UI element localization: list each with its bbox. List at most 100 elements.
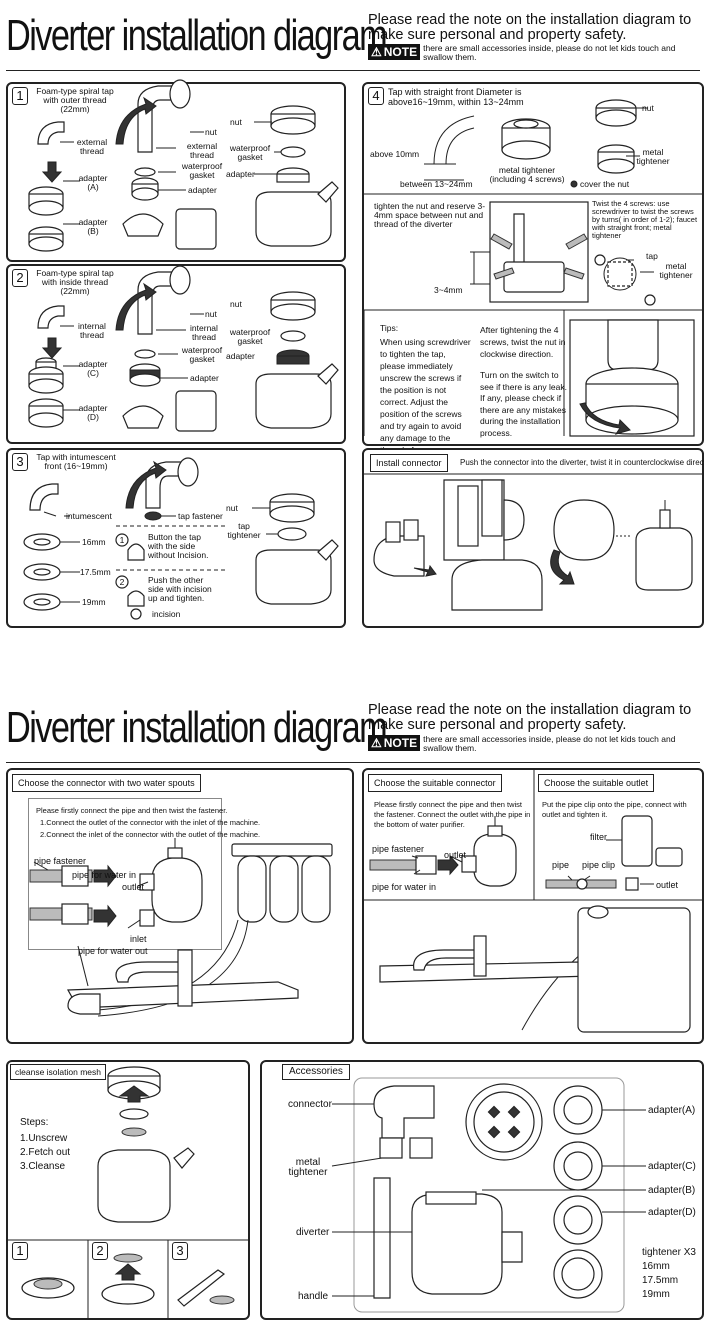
- panel-heading: Foam-type spiral tap with outer thread (…: [36, 86, 114, 114]
- panel-suitable-connector: Choose the suitable connector Choose the…: [362, 768, 704, 1044]
- header-rule-2: [6, 762, 700, 763]
- label-waterproof-gasket-right: waterproof gasket: [229, 327, 271, 346]
- rotate-arrow-icon: [125, 460, 167, 509]
- panel-two-spouts: Choose the connector with two water spou…: [6, 768, 354, 1044]
- faucet-icon: [137, 271, 189, 335]
- diverter-part-icon: [411, 1193, 503, 1295]
- spout-icon: [29, 483, 59, 511]
- label-inlet: inlet: [130, 934, 147, 944]
- note-row: ⚠NOTE there are small accessories inside…: [368, 44, 702, 62]
- note-small-text: there are small accessories inside, plea…: [423, 43, 676, 62]
- note-row-2: ⚠NOTE there are small accessories inside…: [368, 735, 702, 753]
- panel-heading-outlet: Choose the suitable outlet: [538, 774, 655, 792]
- label-t16: 16mm: [642, 1261, 670, 1272]
- panel-cleanse-mesh: cleanse isolation mesh Steps: 1.Unscrew …: [6, 1060, 250, 1320]
- bullet-icon: [570, 180, 578, 188]
- label-external-thread: external thread: [76, 137, 108, 156]
- label-adapter: adapter: [188, 185, 217, 195]
- diagram-accessories: [331, 1077, 646, 1313]
- instr1: Please firstly connect the pipe and then…: [36, 806, 228, 815]
- label-incision: incision: [152, 609, 181, 619]
- note-badge: ⚠NOTE: [368, 44, 421, 60]
- label-external-thread-2: external thread: [186, 141, 218, 160]
- connector-icon: [373, 1085, 435, 1139]
- up-arrow-icon: [41, 161, 63, 183]
- label-adapter-d: adapter (D): [78, 403, 108, 422]
- panel-heading: cleanse isolation mesh: [10, 1064, 106, 1080]
- panel-straight-front: 4 Tap with straight front Diameter is ab…: [362, 82, 704, 455]
- filter-icon: [621, 815, 653, 867]
- handle-icon: [317, 539, 339, 561]
- turn-on-text: Turn on the switch to see if there is an…: [480, 370, 567, 438]
- hand-inset: [175, 390, 217, 432]
- label-nut: nut: [642, 103, 654, 113]
- label-16mm: 16mm: [82, 537, 106, 547]
- sub-step-1: 1: [12, 1242, 28, 1260]
- panel-heading: Install connector: [370, 454, 448, 472]
- step-number: 3: [12, 453, 28, 471]
- push-arrow-icon: [413, 564, 437, 577]
- label-tap-tightener: tap tightener: [227, 521, 261, 540]
- panel-intumescent: 3 Tap with intumescent front (16~19mm) i…: [6, 448, 346, 628]
- step-fetch-out: 2.Fetch out: [20, 1147, 71, 1158]
- panel-install-connector: Install connector Push the connector int…: [362, 448, 704, 628]
- warning-icon: ⚠: [371, 736, 382, 750]
- diagram-outer-thread: [28, 79, 339, 252]
- purifier-top: [231, 843, 333, 857]
- note-badge-label: NOTE: [383, 45, 418, 59]
- label-nut-right: nut: [230, 299, 242, 309]
- step1-text: Button the tap with the side without Inc…: [148, 532, 209, 560]
- label-between: between 13~24mm: [400, 179, 473, 189]
- step-unscrew: 1.Unscrew: [20, 1133, 68, 1144]
- tips-title: Tips:: [380, 323, 399, 333]
- tighten-instruction: tighten the nut and reserve 3-4mm space …: [374, 201, 486, 229]
- up-arrow-icon: [118, 1085, 150, 1103]
- label-adapter-c: adapter (C): [78, 359, 108, 378]
- twist-instruction: Twist the 4 screws: use screwdriver to t…: [592, 199, 698, 240]
- label-pipe-water-out: pipe for water out: [78, 946, 148, 956]
- outlet-instruction: Put the pipe clip onto the pipe, connect…: [542, 800, 687, 819]
- page-title-2: Diverter installation diagram: [6, 703, 388, 752]
- diagram-two-spouts: [29, 838, 333, 1017]
- diverter-icon: [97, 1149, 171, 1223]
- diagram-intumescent: [23, 457, 339, 620]
- label-outlet: outlet: [122, 882, 145, 892]
- step-number: 4: [368, 87, 384, 105]
- rotate-arrow-icon: [115, 96, 157, 145]
- handle-icon: [173, 1147, 195, 1169]
- label-tap: tap: [646, 251, 658, 261]
- label-adapter-b: adapter (B): [78, 217, 108, 236]
- safety-note-2: Please read the note on the installation…: [368, 702, 692, 733]
- label-pipe: pipe: [552, 860, 570, 870]
- label-adapter-c: adapter(C): [648, 1161, 696, 1172]
- right-arrow-icon: [437, 854, 459, 876]
- label-adapter-a: adapter (A): [78, 173, 108, 192]
- label-above-10mm: above 10mm: [370, 149, 420, 159]
- spout-icon: [37, 305, 65, 329]
- panel-accessories: Accessories connector metal tightener di…: [260, 1060, 704, 1320]
- step2-text: Push the other side with incision up and…: [148, 575, 212, 603]
- label-internal-thread: internal thread: [78, 321, 106, 340]
- label-t175: 17.5mm: [642, 1275, 679, 1286]
- panel-heading: Tap with straight front Diameter is abov…: [388, 87, 524, 107]
- warning-icon: ⚠: [371, 45, 382, 59]
- label-diverter: diverter: [296, 1227, 330, 1238]
- hand-inset: [175, 208, 217, 250]
- connector-instruction: Please firstly connect the pipe and then…: [374, 800, 531, 829]
- screw-2: [644, 294, 656, 306]
- header-rule: [6, 70, 700, 71]
- label-pipe-fastener: pipe fastener: [34, 856, 87, 866]
- panel-heading: Foam-type spiral tap with inside thread …: [36, 268, 114, 296]
- label-adapter-right: adapter: [226, 351, 255, 361]
- label-waterproof-gasket-right: waterproof gasket: [229, 143, 271, 162]
- diagram-cleanse-mesh: [8, 1066, 248, 1318]
- label-intumescent: intumescent: [66, 511, 112, 521]
- label-metal-tightener: metal tightener: [288, 1157, 328, 1178]
- brush-icon: [177, 1269, 226, 1307]
- label-nut: nut: [205, 309, 217, 319]
- label-waterproof-gasket: waterproof gasket: [181, 161, 223, 180]
- page-title: Diverter installation diagram: [6, 11, 388, 60]
- label-pipe-fastener: pipe fastener: [372, 844, 425, 854]
- diverter-icon: [451, 559, 543, 611]
- label-tap-fastener: tap fastener: [178, 511, 223, 521]
